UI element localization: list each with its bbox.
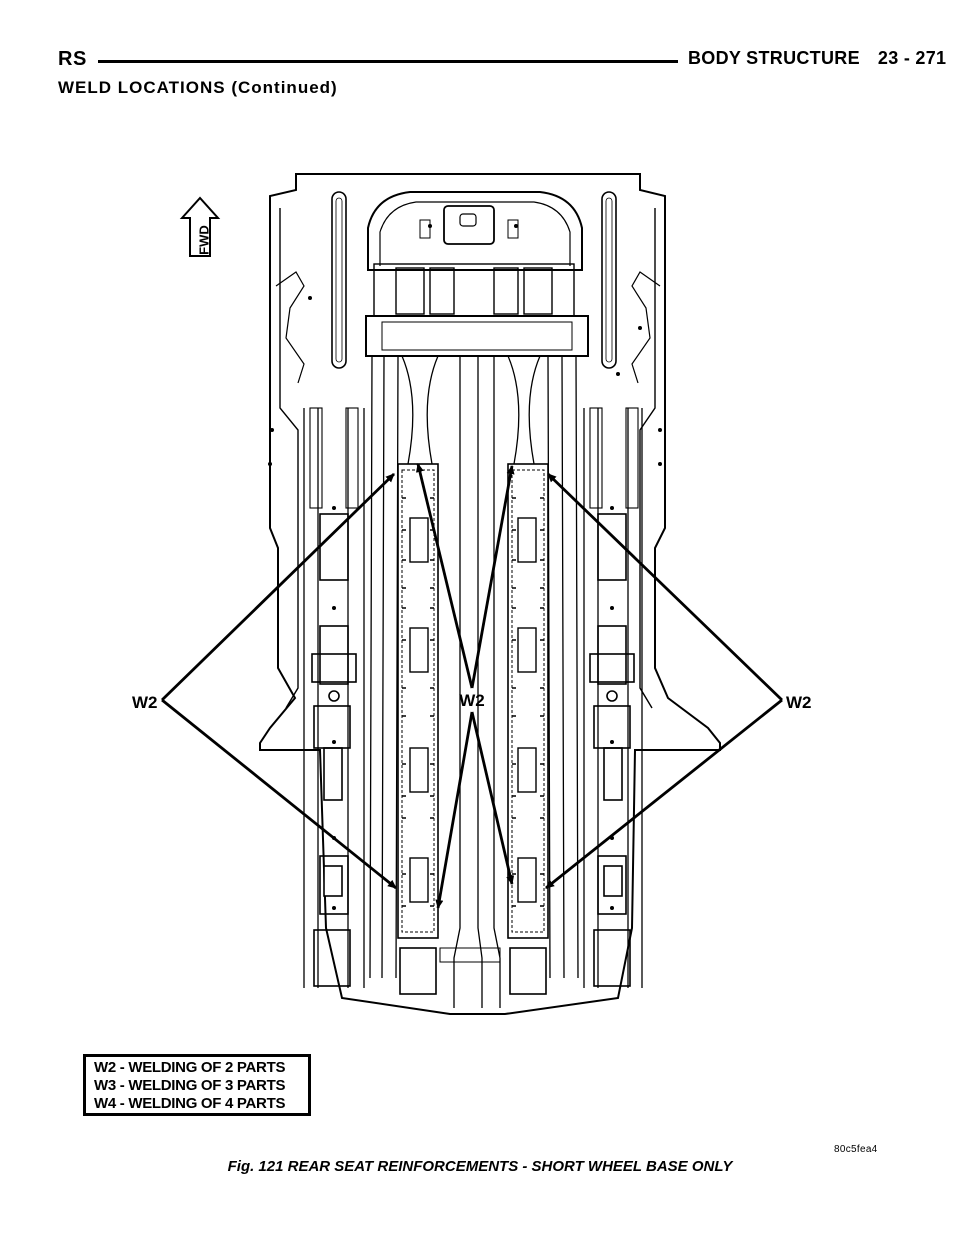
- fwd-label: FWD: [196, 225, 211, 255]
- floor-pan-outline: [259, 173, 721, 1015]
- left-seat-reinforcement: [397, 463, 439, 939]
- right-seat-reinforcement: [507, 463, 549, 939]
- center-tunnel: [453, 356, 501, 1008]
- callout-w2-right: W2: [786, 693, 812, 712]
- figure-caption: Fig. 121 REAR SEAT REINFORCEMENTS - SHOR…: [227, 1158, 733, 1175]
- weld-callout-arrows: [161, 463, 783, 909]
- weld-legend: W2 - WELDING OF 2 PARTS W3 - WELDING OF …: [83, 1054, 311, 1116]
- section-title: WELD LOCATIONS (Continued): [58, 78, 338, 97]
- forward-arrow-icon: [179, 196, 221, 257]
- figure-reference-code: 80c5fea4: [834, 1144, 878, 1155]
- legend-item: W4 - WELDING OF 4 PARTS: [94, 1095, 286, 1112]
- header-code: RS: [58, 48, 87, 70]
- callout-w2-left: W2: [132, 693, 158, 712]
- header-rule: [98, 60, 678, 63]
- rear-cross-member: [365, 315, 589, 357]
- callout-w2-center: W2: [459, 691, 485, 710]
- legend-item: W2 - WELDING OF 2 PARTS: [94, 1059, 286, 1076]
- floor-pan-diagram: FWD W2 W2 W2: [132, 173, 812, 1015]
- page-header: RS BODY STRUCTURE 23 - 271: [58, 44, 946, 74]
- page-number: 23 - 271: [877, 48, 947, 68]
- spare-tire-well: [367, 191, 583, 271]
- legend-item: W3 - WELDING OF 3 PARTS: [94, 1077, 286, 1094]
- header-section-and-page: BODY STRUCTURE 23 - 271: [688, 48, 946, 69]
- header-section: BODY STRUCTURE: [688, 48, 860, 68]
